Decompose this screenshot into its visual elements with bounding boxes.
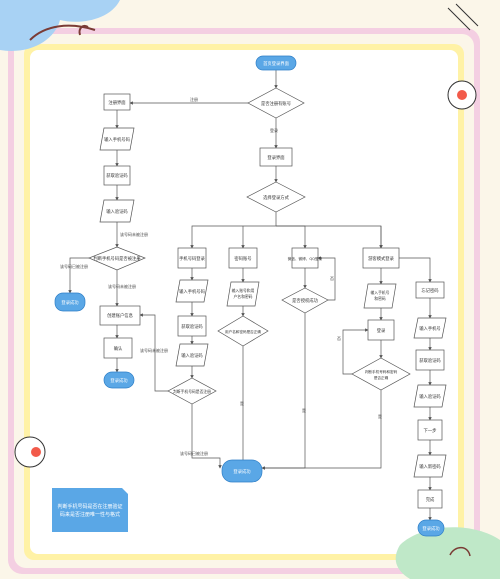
decision-phone-registered-login: 判断手机号码是否注册 <box>167 377 217 405</box>
node-label: 游客模式登录 <box>368 255 394 262</box>
decision-has-account: 是否注册有账号 <box>247 87 305 119</box>
input-phone-forgot: 输入手机号 <box>413 317 447 339</box>
forgot-password-box: 忘记密码 <box>415 281 445 299</box>
node-label: 首页登录界面 <box>263 60 289 67</box>
node-label: 密码账号 <box>234 255 251 262</box>
edge-label: 是 <box>378 413 382 419</box>
edge-label: 该号码已被注册 <box>60 263 88 269</box>
password-login-box: 密码账号 <box>228 247 258 269</box>
login-button-box: 登录 <box>367 319 395 341</box>
end-login-forgot: 登录成功 <box>417 519 445 537</box>
node-label: 判断手机号码是否被注册 <box>93 255 141 262</box>
edge-label: 登录 <box>270 127 278 133</box>
edge-label: 该号码未被注册 <box>120 231 148 237</box>
node-label: 获取验证码 <box>106 172 128 179</box>
node-label: 是否注册有账号 <box>261 100 291 107</box>
note-box: 判断手机号码是否在注册验证 码来是否注册唯一性与格式 <box>52 488 128 532</box>
edge-label: 该号码未被注册 <box>140 347 168 353</box>
decision-auth-ok: 是否授权成功 <box>281 287 329 314</box>
node-label: 判断手机号码和密码 <box>365 369 398 374</box>
node-label: 登录成功 <box>110 377 128 384</box>
note-line: 判断手机号码是否在注册验证 <box>57 503 122 510</box>
third-party-login-box: 微信、微博、QQ登录 <box>288 247 323 269</box>
node-label: 登录 <box>377 327 386 334</box>
node-label: 输入手机号 <box>419 325 440 332</box>
end-login-register: 登录成功 <box>54 292 86 312</box>
node-label: 输入手机号码 <box>104 136 130 143</box>
node-label: 输入验证码 <box>106 208 128 215</box>
node-label: 登录界面 <box>267 154 285 161</box>
node-label: 完成 <box>426 496 435 503</box>
node-label: 获取验证码 <box>181 323 203 330</box>
input-code-forgot: 输入验证码 <box>413 384 447 408</box>
start-terminal: 首页登录界面 <box>255 55 297 71</box>
end-login-confirm: 登录成功 <box>103 371 135 389</box>
edge-label: 是 <box>240 400 244 406</box>
node-label: 注册界面 <box>108 99 126 106</box>
node-label: 是否正确 <box>374 375 389 380</box>
decision-login-method: 选择登录方式 <box>246 181 306 213</box>
edge-label: 否 <box>337 336 341 341</box>
input-phone-register: 输入手机号码 <box>99 127 135 151</box>
node-label: 判断手机号码是否注册 <box>173 389 211 394</box>
input-new-password: 输入新密码 <box>413 454 447 478</box>
input-account-password: 输入账号和用 户名和密码 <box>226 281 260 307</box>
edge-label: 是 <box>302 407 306 413</box>
edge-label: 该号码已被注册 <box>180 450 208 456</box>
confirm-box: 确认 <box>103 337 133 359</box>
get-code-login: 获取验证码 <box>177 315 207 337</box>
edge-label: 该号码未被注册 <box>108 283 136 289</box>
get-code-forgot: 获取验证码 <box>415 349 445 371</box>
input-phone-account: 输入手机号 和密码 <box>363 283 397 309</box>
node-label: 是否授权成功 <box>292 297 318 304</box>
guest-login-box: 游客模式登录 <box>362 247 400 269</box>
node-label: 创建账户信息 <box>107 312 133 319</box>
node-label: 用户名和密码是否正确 <box>225 329 261 334</box>
input-code-register: 输入验证码 <box>99 199 135 223</box>
node-label: 登录成功 <box>422 525 440 532</box>
node-label: 和密码 <box>374 296 386 301</box>
node-label: 确认 <box>114 345 123 352</box>
node-label: 输入新密码 <box>419 463 441 470</box>
node-label: 户名和密码 <box>234 294 253 299</box>
register-box: 注册界面 <box>103 93 131 111</box>
node-label: 输入验证码 <box>181 352 203 359</box>
phone-login-box: 手机号码登录 <box>177 247 207 269</box>
node-label: 选择登录方式 <box>263 194 289 201</box>
node-label: 输入手机号 <box>371 290 390 295</box>
node-label: 下一步 <box>424 428 438 434</box>
edge-label: 否 <box>330 276 334 281</box>
node-label: 微信、微博、QQ登录 <box>288 256 323 261</box>
node-label: 忘记密码 <box>421 287 439 294</box>
node-label: 输入手机号码 <box>179 288 205 295</box>
get-code-register: 获取验证码 <box>103 165 131 186</box>
create-account-box: 创建账户信息 <box>99 305 141 326</box>
decision-phone-account: 判断手机号码和密码 是否正确 <box>351 357 411 391</box>
next-step-box: 下一步 <box>417 419 443 441</box>
node-label: 手机号码登录 <box>179 255 205 262</box>
node-label: 输入账号和用 <box>232 288 255 293</box>
login-page-box: 登录界面 <box>259 147 293 167</box>
node-label: 登录成功 <box>233 468 251 475</box>
node-label: 输入验证码 <box>419 393 441 400</box>
edge-label: 注册 <box>190 96 198 102</box>
note-line: 码来是否注册唯一性与格式 <box>60 511 120 518</box>
input-code-login: 输入验证码 <box>175 343 209 367</box>
node-label: 获取验证码 <box>419 357 441 364</box>
done-box: 完成 <box>417 489 443 509</box>
input-phone-login: 输入手机号码 <box>175 279 209 303</box>
decision-account-password: 用户名和密码是否正确 <box>217 315 269 347</box>
node-label: 登录成功 <box>61 299 79 306</box>
end-login-main: 登录成功 <box>221 459 263 483</box>
decision-phone-registered: 判断手机号码是否被注册 <box>88 246 146 271</box>
